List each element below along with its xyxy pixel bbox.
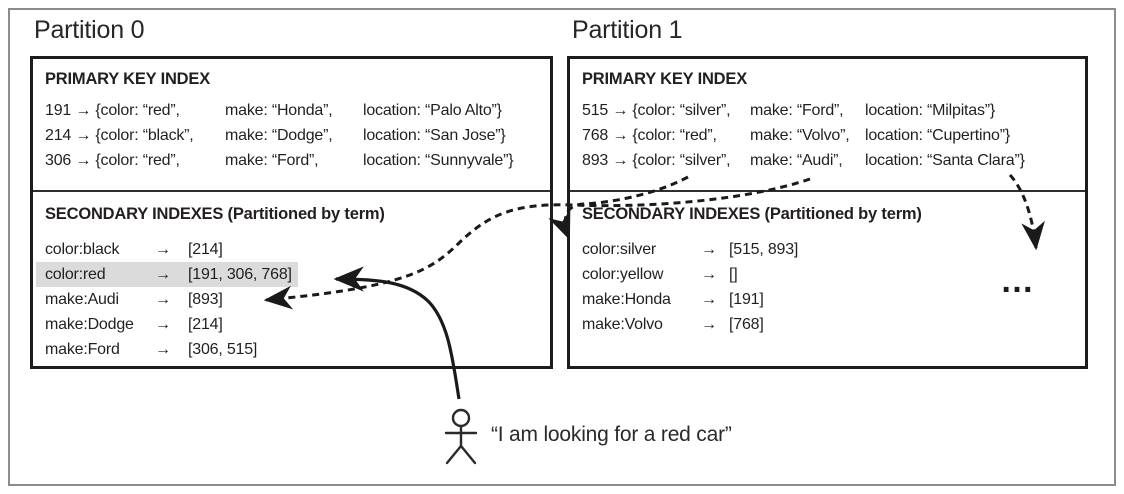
secondary-arrow: → xyxy=(155,316,171,333)
secondary-arrow: → xyxy=(155,291,171,308)
primary-row-cell: location: “Milpitas”} xyxy=(865,102,996,119)
primary-row-cell: make: “Ford”, xyxy=(225,152,319,169)
primary-row-cell: 191 → {color: “red”, xyxy=(45,102,180,119)
secondary-term: color:yellow xyxy=(582,266,664,283)
secondary-row: make:Honda → [191] xyxy=(582,287,764,312)
secondary-arrow: → xyxy=(701,316,717,333)
secondary-row: color:silver → [515, 893] xyxy=(582,237,798,262)
other-partitions-ellipsis: … xyxy=(1000,262,1037,300)
primary-key-index-rows: 191 → {color: “red”, make: “Honda”, locati… xyxy=(45,98,538,173)
primary-row-cell: location: “Sunnyvale”} xyxy=(363,152,514,169)
primary-row-cell: 306 → {color: “red”, xyxy=(45,152,180,169)
secondary-row: color:yellow → [] xyxy=(582,262,738,287)
secondary-arrow: → xyxy=(155,341,171,358)
primary-key-index-header: PRIMARY KEY INDEX xyxy=(45,70,210,88)
secondary-term: color:red xyxy=(45,266,106,283)
primary-row-cell: make: “Honda”, xyxy=(225,102,333,119)
partition-1-primary-section: PRIMARY KEY INDEX 515 → {color: “silver”… xyxy=(570,59,1085,192)
secondary-arrow: → xyxy=(155,266,171,283)
primary-row-cell: make: “Dodge”, xyxy=(225,127,333,144)
partition-0-box: PRIMARY KEY INDEX 191 → {color: “red”, ma… xyxy=(30,56,553,369)
secondary-ids: [306, 515] xyxy=(188,341,258,358)
user-query-text: “I am looking for a red car” xyxy=(491,423,732,446)
secondary-ids: [515, 893] xyxy=(729,241,799,258)
secondary-term: color:silver xyxy=(582,241,657,258)
primary-row-cell: 893 → {color: “silver”, xyxy=(582,152,731,169)
primary-row-cell: make: “Audi”, xyxy=(750,152,843,169)
partition-0-secondary-section: SECONDARY INDEXES (Partitioned by term) … xyxy=(33,192,550,366)
secondary-index-rows: color:black → [214] color:red → [191, 306, 76… xyxy=(36,237,538,362)
secondary-indexes-header: SECONDARY INDEXES (Partitioned by term) xyxy=(45,205,385,223)
partition-0-title: Partition 0 xyxy=(34,16,145,44)
partition-1-box: PRIMARY KEY INDEX 515 → {color: “silver”… xyxy=(567,56,1088,369)
secondary-row: make:Audi → [893] xyxy=(45,287,223,312)
primary-key-index-rows: 515 → {color: “silver”, make: “Ford”, loca… xyxy=(582,98,1073,173)
secondary-row: make:Dodge → [214] xyxy=(45,312,223,337)
primary-row-cell: location: “San Jose”} xyxy=(363,127,506,144)
primary-row-cell: make: “Volvo”, xyxy=(750,127,850,144)
secondary-arrow: → xyxy=(155,241,171,258)
secondary-ids: [191, 306, 768] xyxy=(188,266,292,283)
secondary-term: make:Honda xyxy=(582,291,671,308)
secondary-term: make:Volvo xyxy=(582,316,663,333)
secondary-row-highlighted: color:red → [191, 306, 768] xyxy=(36,262,298,287)
primary-key-index-header: PRIMARY KEY INDEX xyxy=(582,70,747,88)
secondary-ids: [191] xyxy=(729,291,764,308)
secondary-ids: [893] xyxy=(188,291,223,308)
primary-row-cell: 214 → {color: “black”, xyxy=(45,127,194,144)
partition-1-title: Partition 1 xyxy=(572,16,683,44)
secondary-ids: [214] xyxy=(188,316,223,333)
primary-row-cell: make: “Ford”, xyxy=(750,102,844,119)
secondary-row: make:Ford → [306, 515] xyxy=(45,337,257,362)
primary-row-cell: location: “Santa Clara”} xyxy=(865,152,1025,169)
secondary-term: make:Dodge xyxy=(45,316,134,333)
secondary-row: color:black → [214] xyxy=(45,237,223,262)
secondary-term: color:black xyxy=(45,241,120,258)
secondary-ids: [768] xyxy=(729,316,764,333)
secondary-ids: [214] xyxy=(188,241,223,258)
secondary-arrow: → xyxy=(701,266,717,283)
primary-row-cell: location: “Palo Alto”} xyxy=(363,102,502,119)
primary-row-cell: location: “Cupertino”} xyxy=(865,127,1011,144)
secondary-term: make:Audi xyxy=(45,291,119,308)
primary-row-cell: 768 → {color: “red”, xyxy=(582,127,717,144)
secondary-ids: [] xyxy=(729,266,738,283)
secondary-indexes-header: SECONDARY INDEXES (Partitioned by term) xyxy=(582,205,922,223)
secondary-row: make:Volvo → [768] xyxy=(582,312,764,337)
primary-row-cell: 515 → {color: “silver”, xyxy=(582,102,731,119)
secondary-arrow: → xyxy=(701,291,717,308)
secondary-term: make:Ford xyxy=(45,341,120,358)
secondary-arrow: → xyxy=(701,241,717,258)
partition-0-primary-section: PRIMARY KEY INDEX 191 → {color: “red”, ma… xyxy=(33,59,550,192)
